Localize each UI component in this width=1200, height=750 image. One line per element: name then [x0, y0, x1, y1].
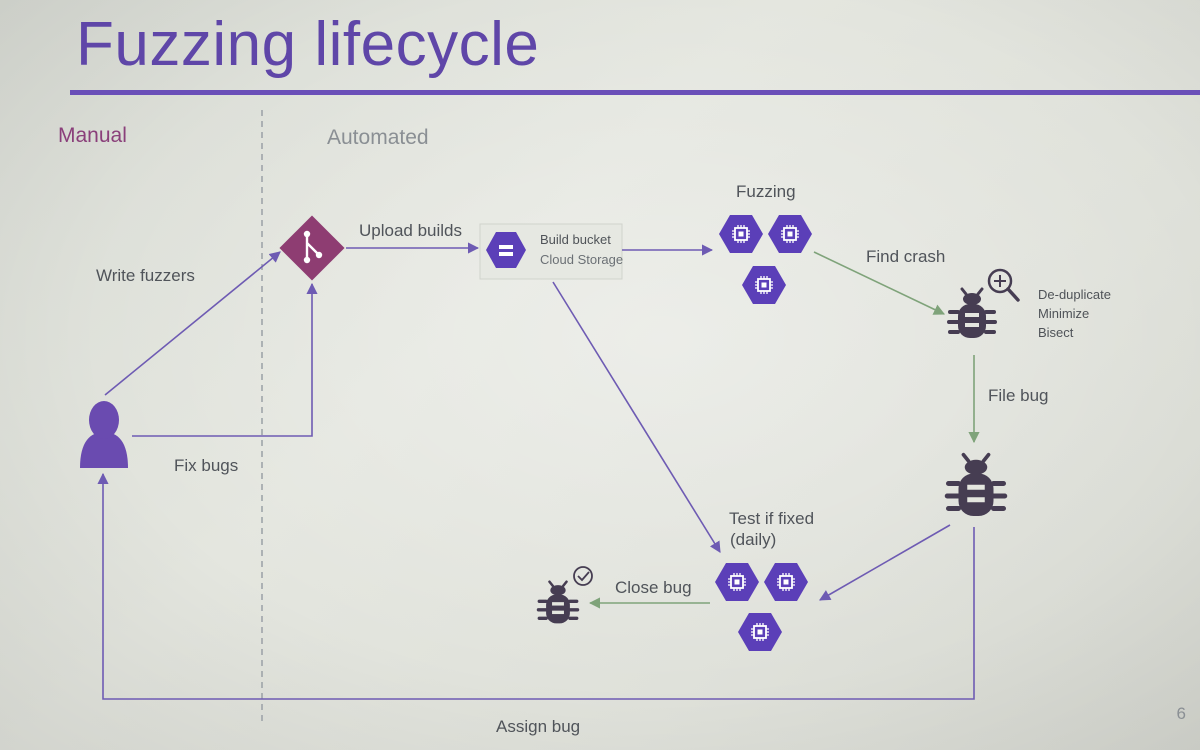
assign-bug-label: Assign bug — [496, 717, 581, 736]
page-number: 6 — [1176, 704, 1186, 723]
slide-title: Fuzzing lifecycle — [76, 10, 540, 79]
fix-bugs-arrow — [132, 282, 318, 437]
fuzzing-compute-engine-icon — [767, 214, 813, 254]
file-bug-label: File bug — [988, 386, 1049, 405]
triage-step-minimize: Minimize — [1038, 306, 1090, 321]
fuzzing-compute-engine-icon — [741, 265, 787, 305]
bug-to-test-arrow — [819, 524, 951, 601]
test-compute-engine-icon — [737, 612, 783, 652]
assign-bug-arrow — [97, 472, 975, 700]
test-compute-engine-icon — [714, 562, 760, 602]
fuzzing-label: Fuzzing — [736, 182, 796, 201]
find-crash-arrow — [813, 251, 946, 315]
test-frequency-label: (daily) — [730, 530, 777, 549]
triage-bug-icon — [947, 287, 997, 340]
build-bucket-name: Build bucket — [540, 232, 611, 247]
title-underline — [70, 90, 1200, 95]
check-circle-icon — [573, 566, 593, 586]
git-repository-icon — [279, 215, 345, 281]
find-crash-label: Find crash — [866, 247, 946, 266]
build-bucket-service: Cloud Storage — [540, 252, 624, 267]
write-fuzzers-label: Write fuzzers — [96, 266, 195, 285]
closed-bug-icon — [536, 580, 580, 626]
section-manual-label: Manual — [58, 124, 127, 147]
cloud-storage-icon — [486, 232, 526, 268]
fuzzing-compute-engine-icon — [718, 214, 764, 254]
write-fuzzers-arrow — [104, 251, 281, 396]
fix-bugs-label: Fix bugs — [174, 456, 239, 475]
triage-step-deduplicate: De-duplicate — [1038, 287, 1111, 302]
test-compute-engine-icon — [763, 562, 809, 602]
test-if-fixed-label: Test if fixed — [729, 509, 815, 528]
triage-step-bisect: Bisect — [1038, 325, 1074, 340]
upload-builds-label: Upload builds — [359, 221, 463, 240]
magnifier-plus-icon — [987, 268, 1020, 302]
section-automated-label: Automated — [327, 126, 429, 149]
close-bug-label: Close bug — [615, 578, 692, 597]
developer-person-icon — [80, 401, 128, 468]
build-to-test-arrow — [552, 281, 721, 553]
filed-bug-icon — [947, 455, 1005, 516]
